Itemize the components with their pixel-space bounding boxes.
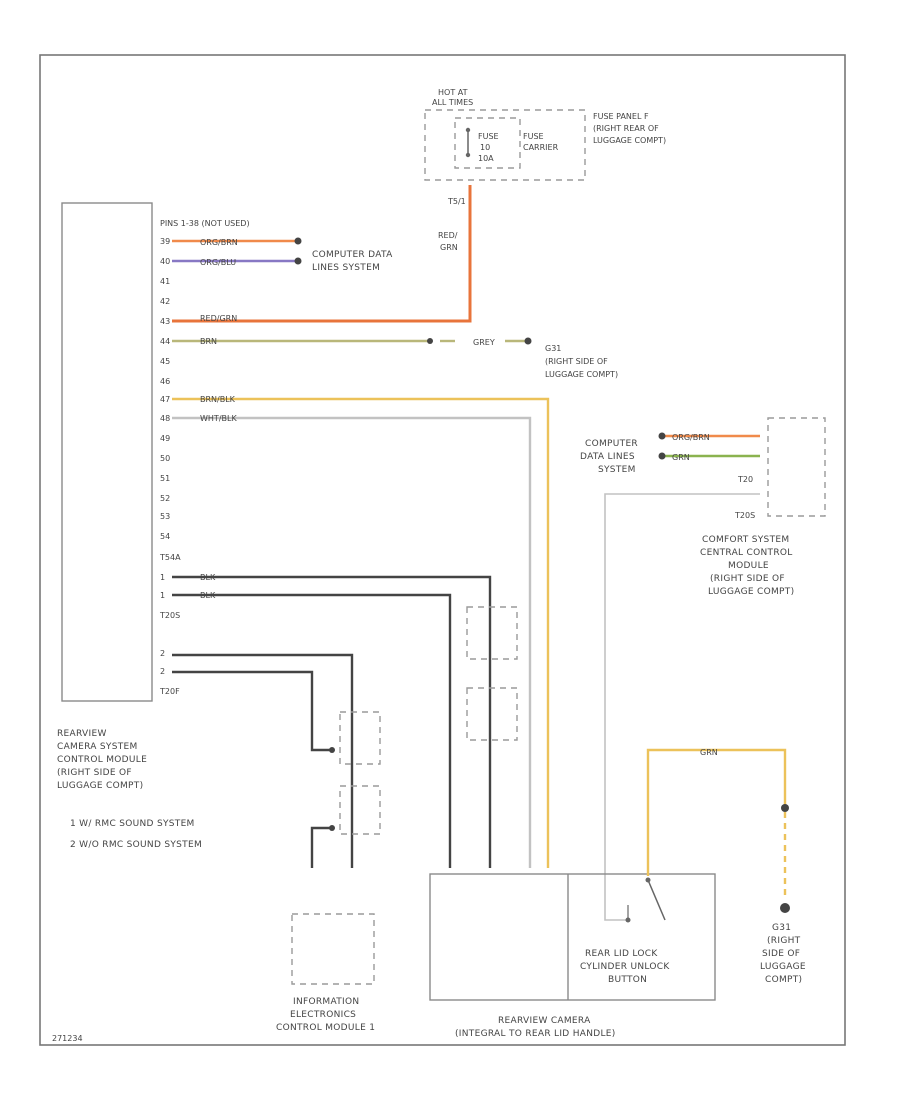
svg-text:50: 50 bbox=[160, 454, 170, 463]
svg-text:LUGGAGE COMPT): LUGGAGE COMPT) bbox=[545, 370, 618, 379]
svg-text:HOT AT: HOT AT bbox=[438, 88, 468, 97]
svg-text:COMFORT SYSTEM: COMFORT SYSTEM bbox=[702, 535, 789, 545]
svg-text:1 W/ RMC SOUND SYSTEM: 1 W/ RMC SOUND SYSTEM bbox=[70, 819, 195, 829]
svg-text:LUGGAGE COMPT): LUGGAGE COMPT) bbox=[593, 136, 666, 145]
svg-text:42: 42 bbox=[160, 297, 170, 306]
svg-text:RED/: RED/ bbox=[438, 231, 458, 240]
svg-text:BUTTON: BUTTON bbox=[608, 975, 647, 985]
svg-text:CYLINDER UNLOCK: CYLINDER UNLOCK bbox=[580, 962, 670, 972]
svg-text:REARVIEW: REARVIEW bbox=[57, 729, 107, 739]
svg-text:(INTEGRAL TO REAR LID HANDLE): (INTEGRAL TO REAR LID HANDLE) bbox=[455, 1029, 616, 1039]
svg-text:LUGGAGE COMPT): LUGGAGE COMPT) bbox=[57, 781, 143, 791]
svg-text:ORG/BRN: ORG/BRN bbox=[672, 433, 710, 442]
svg-text:COMPT): COMPT) bbox=[765, 975, 802, 985]
svg-text:(RIGHT: (RIGHT bbox=[767, 936, 801, 946]
svg-text:1: 1 bbox=[160, 573, 165, 582]
svg-text:T20S: T20S bbox=[734, 511, 755, 520]
svg-text:GRN: GRN bbox=[440, 243, 458, 252]
info-electronics-module: INFORMATION ELECTRONICS CONTROL MODULE 1 bbox=[276, 913, 375, 1033]
svg-text:43: 43 bbox=[160, 317, 170, 326]
svg-text:44: 44 bbox=[160, 337, 170, 346]
svg-text:54: 54 bbox=[160, 532, 170, 541]
svg-text:WHT/BLK: WHT/BLK bbox=[200, 414, 237, 423]
rearview-camera: REAR LID LOCK CYLINDER UNLOCK BUTTON REA… bbox=[429, 873, 716, 1039]
svg-text:REARVIEW CAMERA: REARVIEW CAMERA bbox=[498, 1016, 591, 1026]
svg-text:RED/GRN: RED/GRN bbox=[200, 314, 237, 323]
svg-text:CARRIER: CARRIER bbox=[523, 143, 559, 152]
svg-text:COMPUTER DATA: COMPUTER DATA bbox=[312, 250, 393, 260]
comfort-system-module: ORG/BRN GRN COMPUTER DATA LINES SYSTEM T… bbox=[580, 417, 826, 921]
svg-text:SYSTEM: SYSTEM bbox=[598, 465, 636, 475]
svg-text:REAR LID LOCK: REAR LID LOCK bbox=[585, 949, 658, 959]
svg-text:PINS 1-38 (NOT USED): PINS 1-38 (NOT USED) bbox=[160, 219, 250, 228]
camera-control-module: PINS 1-38 (NOT USED) 39 40 41 42 43 44 4… bbox=[57, 202, 250, 850]
diagram-code: 271234 bbox=[52, 1034, 83, 1043]
svg-text:(RIGHT SIDE OF: (RIGHT SIDE OF bbox=[710, 574, 785, 584]
svg-text:48: 48 bbox=[160, 414, 170, 423]
svg-text:T54A: T54A bbox=[159, 553, 181, 562]
svg-text:49: 49 bbox=[160, 434, 170, 443]
svg-text:SIDE OF: SIDE OF bbox=[762, 949, 800, 959]
svg-text:BLK: BLK bbox=[200, 591, 216, 600]
svg-text:FUSE: FUSE bbox=[478, 132, 499, 141]
svg-text:INFORMATION: INFORMATION bbox=[293, 997, 359, 1007]
svg-text:GREY: GREY bbox=[473, 338, 495, 347]
svg-text:LUGGAGE COMPT): LUGGAGE COMPT) bbox=[708, 587, 794, 597]
svg-text:T20: T20 bbox=[737, 475, 753, 484]
svg-text:39: 39 bbox=[160, 237, 170, 246]
svg-text:ORG/BRN: ORG/BRN bbox=[200, 238, 238, 247]
svg-text:DATA LINES: DATA LINES bbox=[580, 452, 635, 462]
svg-text:G31: G31 bbox=[772, 923, 791, 933]
svg-text:LUGGAGE: LUGGAGE bbox=[760, 962, 806, 972]
svg-text:51: 51 bbox=[160, 474, 170, 483]
svg-text:ALL TIMES: ALL TIMES bbox=[432, 98, 473, 107]
svg-text:CONTROL MODULE: CONTROL MODULE bbox=[57, 755, 147, 765]
svg-text:2: 2 bbox=[160, 667, 165, 676]
svg-text:CAMERA SYSTEM: CAMERA SYSTEM bbox=[57, 742, 138, 752]
svg-text:T20S: T20S bbox=[159, 611, 180, 620]
svg-text:BLK: BLK bbox=[200, 573, 216, 582]
wire-terminals bbox=[294, 237, 532, 831]
svg-text:10A: 10A bbox=[478, 154, 494, 163]
diagram-frame bbox=[39, 54, 846, 1046]
svg-text:GRN: GRN bbox=[700, 748, 718, 757]
svg-text:T20F: T20F bbox=[159, 687, 180, 696]
svg-text:52: 52 bbox=[160, 494, 170, 503]
svg-text:MODULE: MODULE bbox=[728, 561, 769, 571]
svg-text:COMPUTER: COMPUTER bbox=[585, 439, 638, 449]
svg-text:41: 41 bbox=[160, 277, 170, 286]
camera-module-wires bbox=[172, 185, 550, 868]
svg-text:(RIGHT REAR OF: (RIGHT REAR OF bbox=[593, 124, 659, 133]
svg-text:FUSE: FUSE bbox=[523, 132, 544, 141]
svg-text:53: 53 bbox=[160, 512, 170, 521]
svg-text:2: 2 bbox=[160, 649, 165, 658]
svg-text:CONTROL MODULE 1: CONTROL MODULE 1 bbox=[276, 1023, 375, 1033]
ground-circuit: GRN G31 (RIGHT SIDE OF LUGGAGE COMPT) bbox=[646, 748, 806, 985]
svg-text:2 W/O RMC SOUND SYSTEM: 2 W/O RMC SOUND SYSTEM bbox=[70, 840, 202, 850]
svg-text:BRN: BRN bbox=[200, 337, 217, 346]
fuse-panel: HOT AT ALL TIMES FUSE 10 10A FUSE CARRIE… bbox=[424, 88, 666, 252]
svg-text:46: 46 bbox=[160, 377, 170, 386]
svg-text:LINES SYSTEM: LINES SYSTEM bbox=[312, 263, 380, 273]
svg-text:1: 1 bbox=[160, 591, 165, 600]
svg-text:47: 47 bbox=[160, 395, 170, 404]
svg-text:FUSE PANEL F: FUSE PANEL F bbox=[593, 112, 649, 121]
svg-text:ELECTRONICS: ELECTRONICS bbox=[290, 1010, 356, 1020]
svg-text:45: 45 bbox=[160, 357, 170, 366]
svg-text:G31: G31 bbox=[545, 344, 561, 353]
svg-text:(RIGHT SIDE OF: (RIGHT SIDE OF bbox=[57, 768, 132, 778]
svg-text:T5/1: T5/1 bbox=[447, 197, 466, 206]
svg-text:(RIGHT SIDE OF: (RIGHT SIDE OF bbox=[545, 357, 608, 366]
svg-text:BRN/BLK: BRN/BLK bbox=[200, 395, 236, 404]
inline-connectors bbox=[339, 606, 518, 835]
wire-labels: ORG/BRN ORG/BLU RED/GRN BRN BRN/BLK WHT/… bbox=[200, 238, 495, 600]
svg-text:ORG/BLU: ORG/BLU bbox=[200, 258, 236, 267]
svg-text:40: 40 bbox=[160, 257, 170, 266]
svg-text:10: 10 bbox=[480, 143, 490, 152]
svg-text:CENTRAL CONTROL: CENTRAL CONTROL bbox=[700, 548, 793, 558]
svg-text:GRN: GRN bbox=[672, 453, 690, 462]
